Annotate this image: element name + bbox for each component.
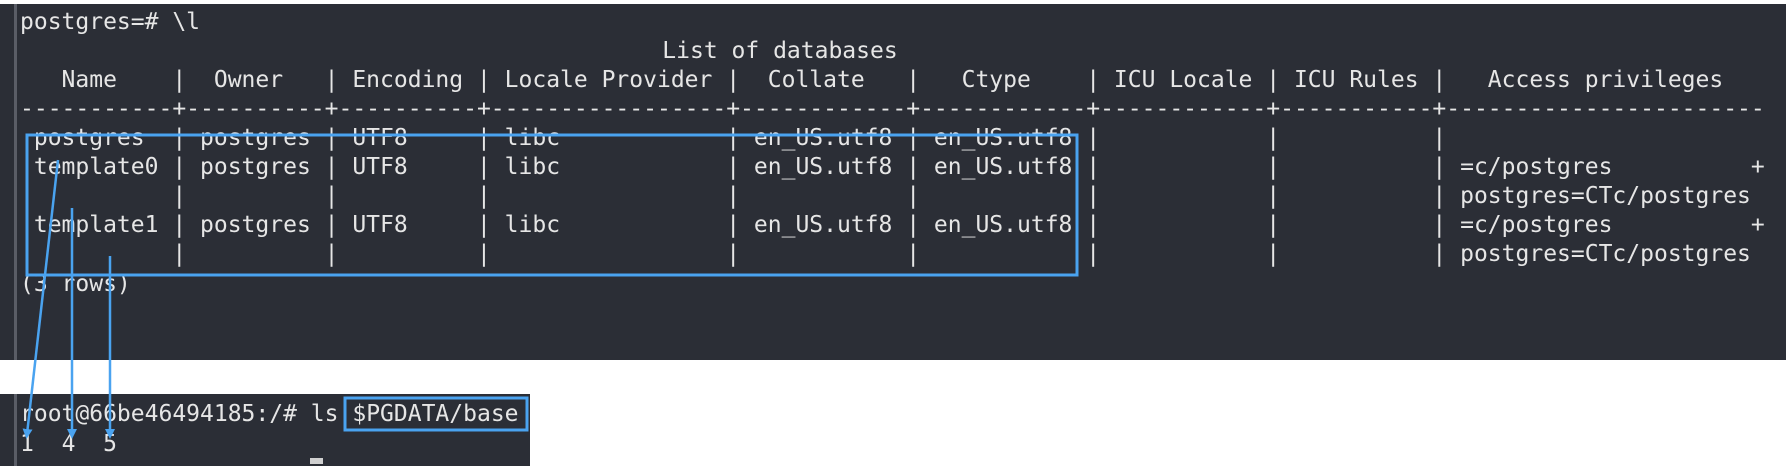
ls-output-item: 4 [61, 431, 76, 457]
table-row-continuation: | | | | | | | | postgres=CTc/postgres [20, 241, 1751, 267]
table-row-continuation: | | | | | | | | postgres=CTc/postgres [20, 183, 1751, 209]
psql-terminal: postgres=# \l List of databases Name | O… [0, 4, 1786, 360]
table-separator: -----------+----------+----------+------… [20, 96, 1765, 122]
ls-output: 1 4 5 [20, 430, 117, 458]
shell-command-argument: $PGDATA/base [352, 401, 519, 427]
table-header-row: Name | Owner | Encoding | Locale Provide… [20, 67, 1765, 93]
shell-command-line: root@66be46494185:/# ls $PGDATA/base [20, 400, 519, 428]
table-row: postgres | postgres | UTF8 | libc | en_U… [20, 125, 1461, 151]
terminal-left-border [14, 4, 17, 360]
psql-prompt-line: postgres=# \l [20, 9, 201, 35]
row-count-footer: (3 rows) [20, 271, 131, 297]
ls-output-item: 5 [103, 431, 117, 457]
table-title: List of databases [662, 38, 898, 64]
table-row: template1 | postgres | UTF8 | libc | en_… [20, 212, 1765, 238]
ls-output-spacer [34, 431, 62, 457]
ls-output-item: 1 [20, 431, 34, 457]
terminal-left-border [14, 394, 17, 466]
shell-prompt: root@66be46494185:/# ls [20, 401, 353, 427]
terminal-cursor [310, 458, 323, 464]
ls-output-spacer [75, 431, 103, 457]
shell-terminal: root@66be46494185:/# ls $PGDATA/base 1 4… [0, 394, 530, 466]
table-row: template0 | postgres | UTF8 | libc | en_… [20, 154, 1765, 180]
